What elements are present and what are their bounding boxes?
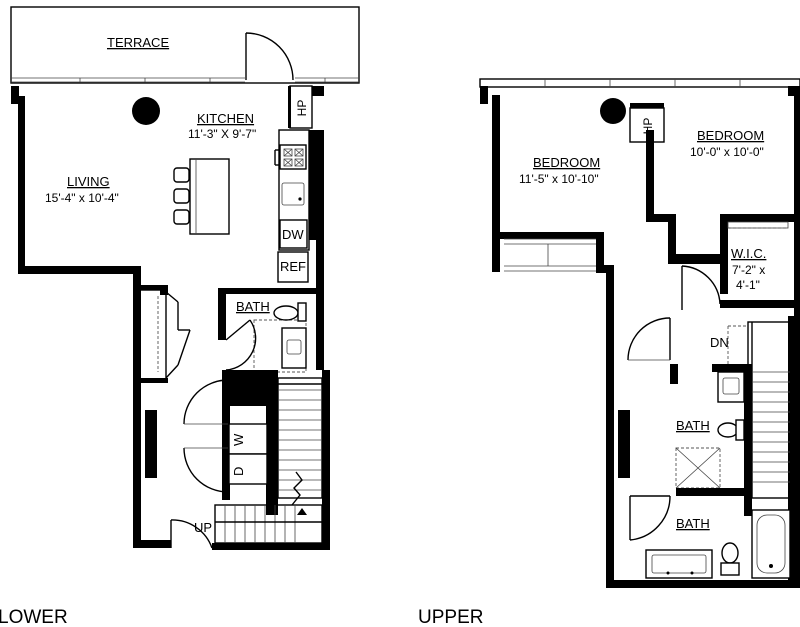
upper-floor-plan: HP W.I.C. 7'-2" x 4'-1" BEDROOM 11'-5" x… <box>418 78 800 627</box>
upper-bath-1 <box>670 364 752 498</box>
living-dimensions: 15'-4" x 10'-4" <box>45 191 119 205</box>
upper-exterior-walls <box>480 86 800 588</box>
living-label: LIVING <box>67 174 110 189</box>
lower-exterior-walls <box>11 86 330 550</box>
hp-label: HP <box>295 100 309 117</box>
bar-stools <box>173 167 190 225</box>
bedroom-2-label: BEDROOM <box>697 128 764 143</box>
bedroom-door[interactable] <box>627 317 671 361</box>
wic-dimensions-line1: 7'-2" x <box>732 263 765 277</box>
upper-bath-2-label: BATH <box>676 516 710 531</box>
lower-floor-plan: TERRACE HP <box>0 6 360 627</box>
upper-bath-1-label: BATH <box>676 418 710 433</box>
kitchen-sink-icon <box>281 182 305 206</box>
upper-stairs <box>727 321 791 499</box>
cooktop-icon <box>283 148 304 167</box>
dn-label: DN <box>710 335 729 350</box>
bedroom-2-dimensions: 10'-0" x 10'-0" <box>690 145 764 159</box>
coat-closet <box>137 285 191 383</box>
terrace-door[interactable] <box>245 32 294 81</box>
laundry-closet <box>183 370 278 515</box>
terrace-label: TERRACE <box>107 35 169 50</box>
toilet-icon <box>717 419 745 441</box>
wic-dimensions-line2: 4'-1" <box>736 278 760 292</box>
bedroom-1-label: BEDROOM <box>533 155 600 170</box>
walk-in-closet <box>720 214 794 308</box>
kitchen-label: KITCHEN <box>197 111 254 126</box>
upper-floor-caption: UPPER <box>418 607 483 627</box>
toilet-icon <box>720 542 740 576</box>
lower-bath-label: BATH <box>236 299 270 314</box>
upper-window-wall <box>479 78 800 88</box>
refrigerator-label: REF <box>280 259 306 274</box>
bedroom-1-dimensions: 11'-5" x 10'-10" <box>519 172 599 186</box>
bedroom-partition <box>646 130 794 264</box>
kitchen-island <box>189 158 230 235</box>
dishwasher <box>279 219 308 249</box>
dryer-label: D <box>231 467 246 476</box>
bathtub-icon <box>751 509 791 579</box>
lower-floor-caption: LOWER <box>0 607 68 627</box>
toilet-icon <box>273 302 307 322</box>
terrace <box>10 6 360 84</box>
up-label: UP <box>194 520 212 535</box>
entry-door[interactable] <box>170 519 213 549</box>
column <box>132 97 160 125</box>
wic-door[interactable] <box>681 265 721 310</box>
dishwasher-label: DW <box>282 227 304 242</box>
lower-bath <box>218 288 316 373</box>
washer-label: W <box>231 433 246 446</box>
refrigerator <box>277 251 309 283</box>
lower-stairs <box>214 377 323 544</box>
lower-bath-door[interactable] <box>225 319 257 371</box>
column <box>600 98 626 124</box>
kitchen-dimensions: 11'-3" X 9'-7" <box>188 127 256 141</box>
wic-label: W.I.C. <box>731 246 766 261</box>
bedroom-window <box>500 238 596 272</box>
upper-bath-2 <box>629 495 791 579</box>
